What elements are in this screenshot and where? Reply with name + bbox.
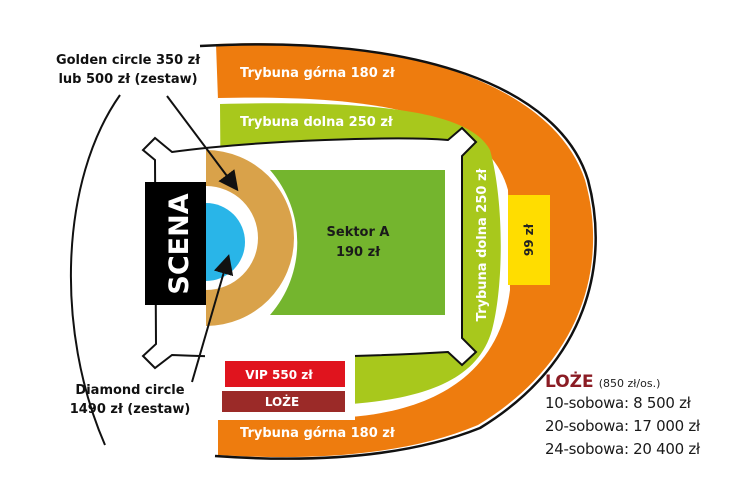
upper-bottom-label: Trybuna górna 180 zł [240, 426, 396, 441]
legend-title: LOŻE [545, 372, 594, 392]
section-loze[interactable] [222, 391, 345, 412]
loze-legend: LOŻE (850 zł/os.) 10-sobowa: 8 500 zł 20… [545, 372, 700, 461]
golden-line2: lub 500 zł (zestaw) [58, 72, 198, 87]
golden-arrow [166, 95, 239, 192]
golden-circle-callout: Golden circle 350 zł lub 500 zł (zestaw) [28, 51, 228, 89]
legend-row: 20-sobowa: 17 000 zł [545, 417, 700, 435]
sektor-a-name: Sektor A [327, 225, 390, 240]
loze-label: LOŻE [265, 394, 299, 409]
diamond-arrow [191, 254, 234, 383]
legend-subtitle: (850 zł/os.) [598, 377, 661, 390]
outer-boundary-left [69, 94, 121, 446]
section-sektor-a[interactable] [270, 170, 445, 315]
legend-row: 24-sobowa: 20 400 zł [545, 440, 700, 458]
diamond-line2: 1490 zł (zestaw) [69, 402, 191, 417]
sektor-a-price: 190 zł [336, 245, 381, 260]
vip-label: VIP 550 zł [245, 368, 313, 382]
legend-row: 10-sobowa: 8 500 zł [545, 394, 691, 412]
diamond-circle-callout: Diamond circle 1490 zł (zestaw) [45, 381, 215, 419]
golden-line1: Golden circle 350 zł [55, 53, 201, 68]
side-right-label: 99 zł [522, 223, 536, 256]
golden-circle[interactable] [206, 150, 294, 326]
section-vip[interactable] [225, 361, 345, 387]
lower-right-label: Trybuna dolna 250 zł [475, 167, 490, 321]
stage [145, 182, 206, 305]
lower-top-label: Trybuna dolna 250 zł [240, 115, 394, 130]
section-99[interactable] [508, 195, 550, 285]
upper-top-label: Trybuna górna 180 zł [240, 66, 396, 81]
stage-label: SCENA [164, 193, 195, 294]
diamond-line1: Diamond circle [75, 383, 185, 398]
